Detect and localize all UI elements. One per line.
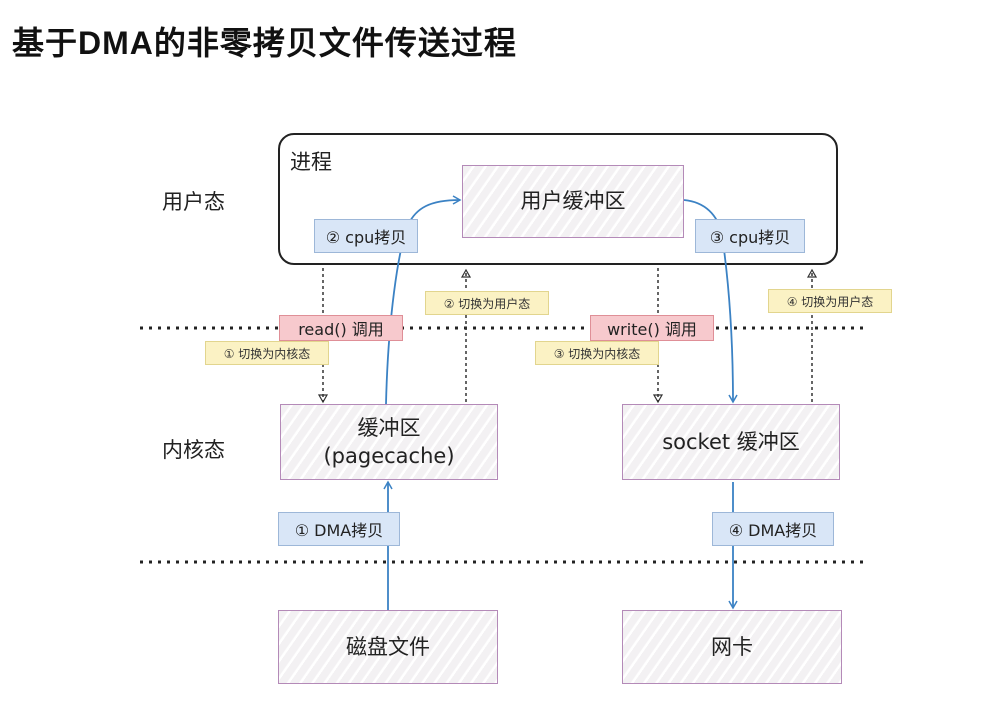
dma-copy-1-tag: ① DMA拷贝 [278,512,400,546]
nic-box: 网卡 [622,610,842,684]
disk-file-box: 磁盘文件 [278,610,498,684]
user-buffer-box: 用户缓冲区 [462,165,684,238]
page-cache-sublabel: (pagecache) [323,444,455,468]
kernel-space-label: 内核态 [162,438,225,462]
cpu-copy-3-tag: ③ cpu拷贝 [695,219,805,253]
nic-label: 网卡 [711,634,753,659]
page-cache-box: 缓冲区 (pagecache) [280,404,498,480]
read-syscall-tag: read() 调用 [279,315,403,341]
socket-buffer-label: socket 缓冲区 [662,429,800,454]
switch-1-tag: ① 切换为内核态 [205,341,329,365]
switch-4-tag: ④ 切换为用户态 [768,289,892,313]
disk-file-label: 磁盘文件 [346,634,430,659]
cpu-copy-2-tag: ② cpu拷贝 [314,219,418,253]
switch-3-tag: ③ 切换为内核态 [535,341,659,365]
user-buffer-label: 用户缓冲区 [520,189,626,214]
write-syscall-tag: write() 调用 [590,315,714,341]
diagram-title: 基于DMA的非零拷贝文件传送过程 [12,25,517,61]
socket-buffer-box: socket 缓冲区 [622,404,840,480]
process-label: 进程 [290,150,332,174]
switch-2-tag: ② 切换为用户态 [425,291,549,315]
user-space-label: 用户态 [162,190,225,214]
page-cache-label: 缓冲区 [357,415,421,440]
dma-copy-4-tag: ④ DMA拷贝 [712,512,834,546]
